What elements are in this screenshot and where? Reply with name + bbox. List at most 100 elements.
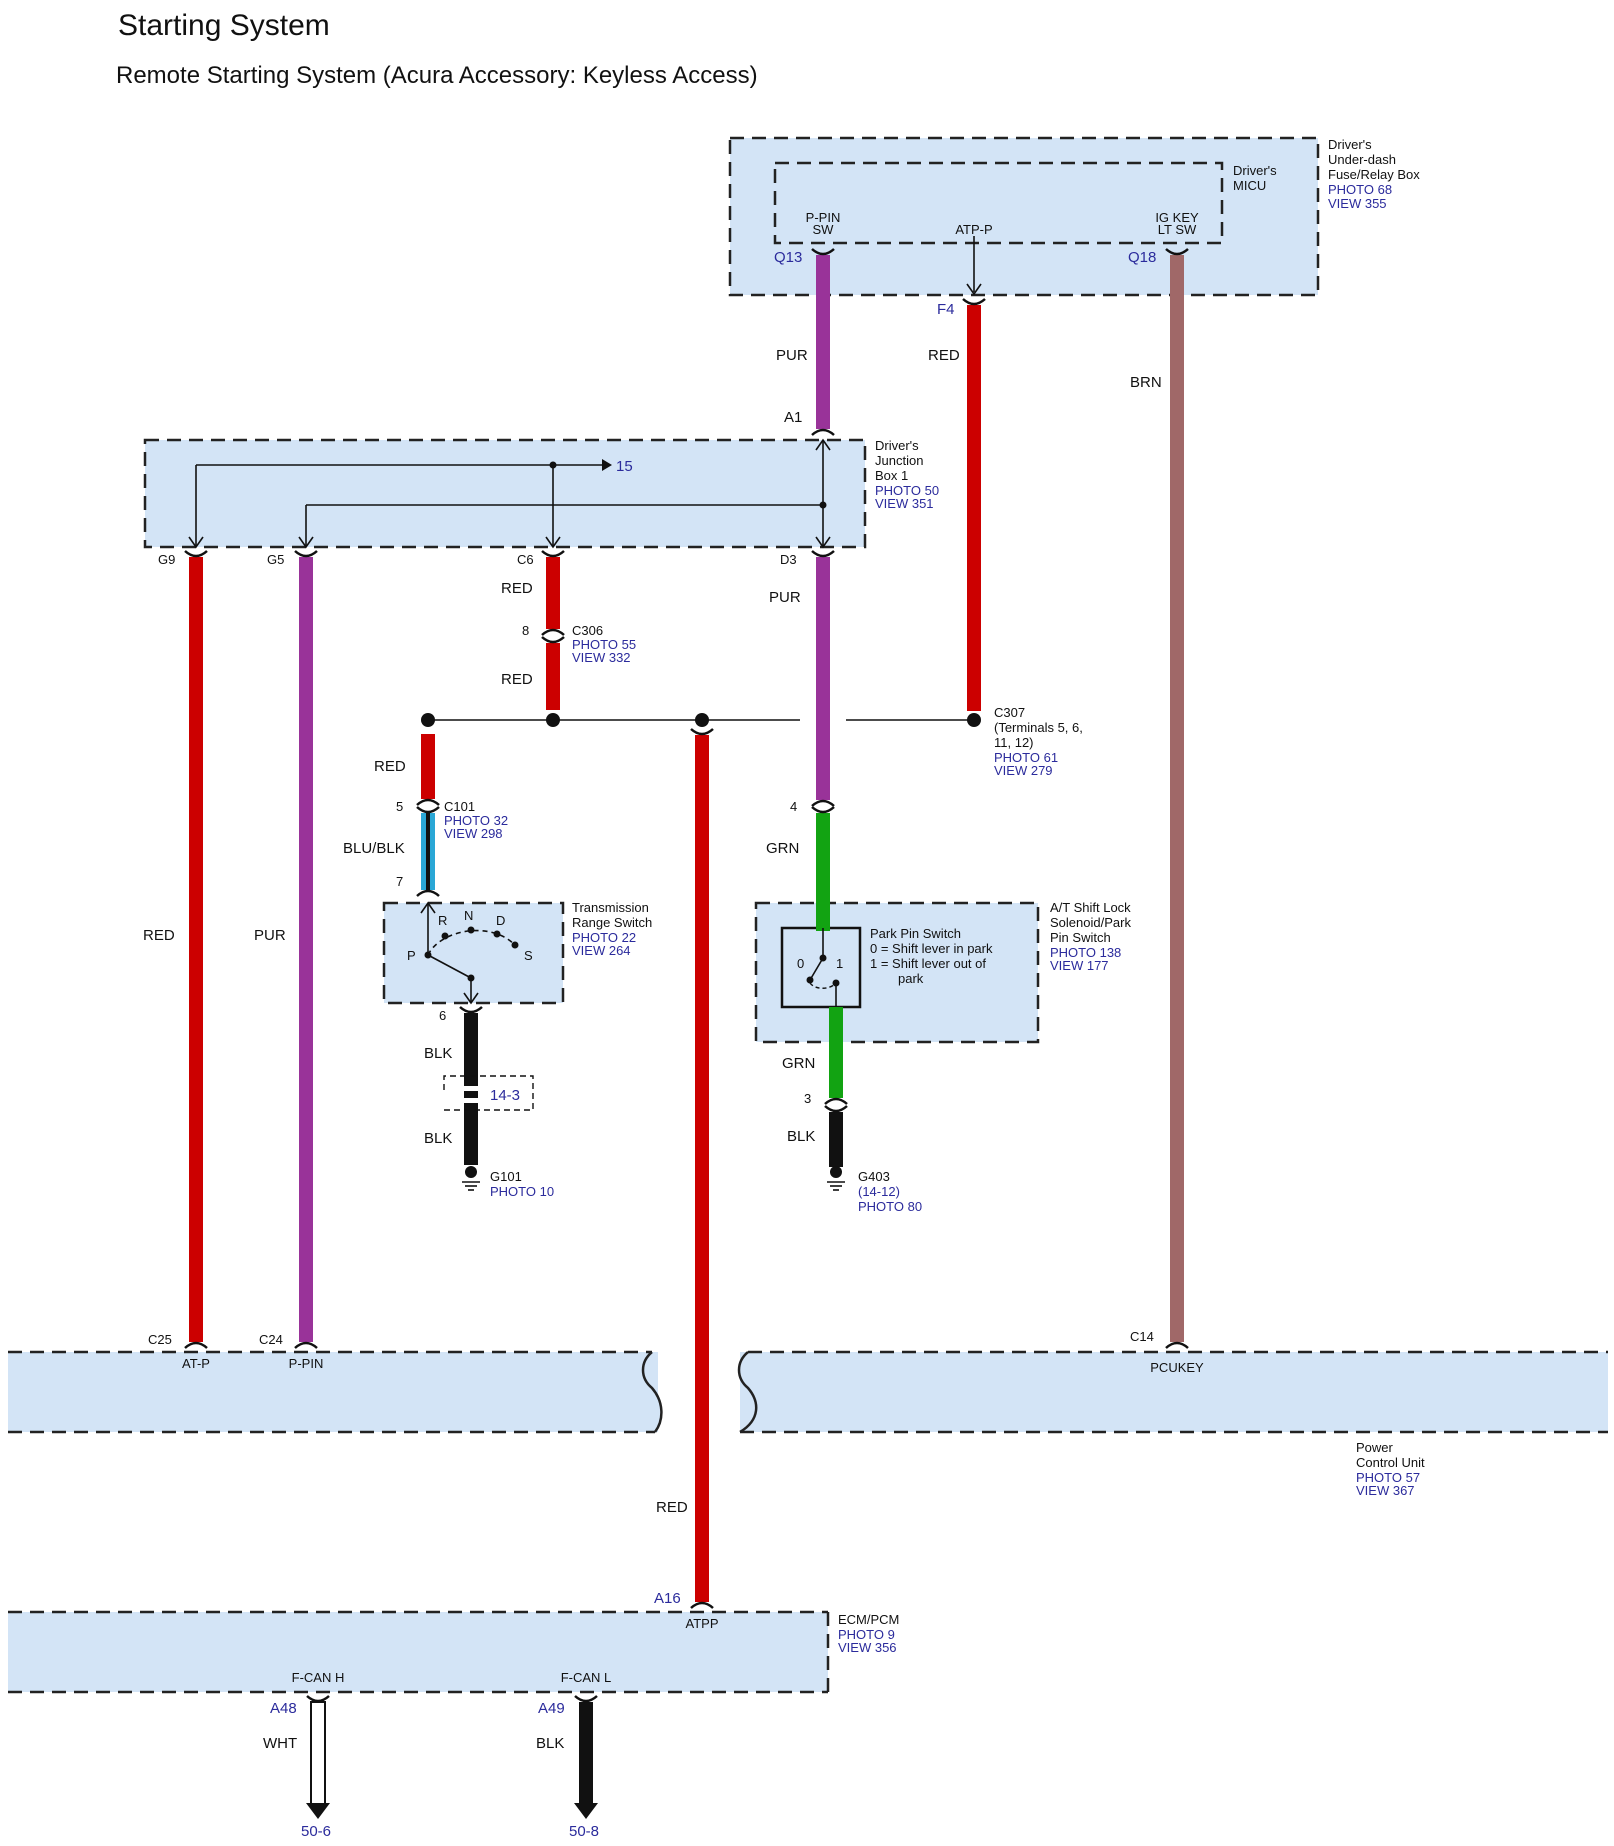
wire-label-pur-q13: PUR [776,347,808,364]
cap-q18 [1165,248,1189,256]
wire-label-blk-trs: BLK [424,1045,452,1062]
pcu-photo: PHOTO 57 [1356,1470,1420,1485]
cap-g5 [294,550,318,558]
wire-label-grn-top: GRN [766,840,799,857]
c101-pin-b: 7 [396,874,403,889]
g101-name: G101 [490,1169,522,1184]
wire-label-red-f4: RED [928,347,960,364]
wire-label-brn-q18: BRN [1130,374,1162,391]
shift-lock-solenoid-box [754,901,1040,1044]
wire-blu-blk [421,813,435,890]
pcu-pin-pcukey: PCUKEY [1150,1360,1204,1375]
wire-red-c306 [546,643,560,710]
wire-blk-g403 [829,1112,843,1167]
pcu-name-1: Power [1356,1440,1394,1455]
terminal-c14: C14 [1130,1329,1154,1344]
pcu-box-right [737,1350,1608,1434]
terminal-c24: C24 [259,1332,283,1347]
g403-ref: (14-12) [858,1184,900,1199]
park-pin-line-2: 1 = Shift lever out of [870,956,986,971]
wire-label-red-c101: RED [374,758,406,775]
park-pin-title: Park Pin Switch [870,926,961,941]
micu-pin-ppin-2: SW [813,222,835,237]
cap-a16 [690,1601,714,1609]
wire-label-blk-g101: BLK [424,1130,452,1147]
cap-c101-a [416,798,440,806]
terminal-q13: Q13 [774,249,802,266]
wire-label-grn-bottom: GRN [782,1055,815,1072]
cap-c25 [184,1341,208,1349]
micu-pin-igkey-2: LT SW [1158,222,1197,237]
wire-label-red-c6: RED [501,580,533,597]
shift-lock-name-1: A/T Shift Lock [1050,900,1131,915]
cap-q13 [811,248,835,256]
page-title: Starting System [118,9,330,42]
cap-a48 [306,1695,330,1703]
wire-label-pur-g5: PUR [254,927,286,944]
fuse-box-name-1: Driver's [1328,137,1372,152]
wire-red-c6 [546,557,560,629]
shift-lock-pin-bottom: 3 [804,1091,811,1106]
trs-pos-r: R [438,913,447,928]
g403-photo: PHOTO 80 [858,1199,922,1214]
cap-c306-b [541,636,565,644]
shift-lock-view: VIEW 177 [1050,958,1109,973]
transmission-range-switch-box [382,901,565,1005]
trs-name-1: Transmission [572,900,649,915]
ecm-pin-fcanl: F-CAN L [561,1670,612,1685]
terminal-a1: A1 [784,409,802,426]
junction-box-view: VIEW 351 [875,496,934,511]
wire-red-f4 [967,305,981,711]
wire-pur-g5 [299,557,313,1342]
pcu-view: VIEW 367 [1356,1483,1415,1498]
c307-photo: PHOTO 61 [994,750,1058,765]
ecm-pcm-box [8,1610,830,1694]
terminal-f4: F4 [937,301,955,318]
park-pin-pos-1: 1 [836,956,843,971]
cap-d-4b [811,806,835,814]
ecm-pin-atpp: ATPP [686,1616,719,1631]
shift-lock-photo: PHOTO 138 [1050,945,1121,960]
cap-a1 [811,428,835,436]
wire-pur-d3 [816,557,830,800]
pcu-pin-ppin: P-PIN [289,1356,324,1371]
wire-wht-a48 [306,1701,330,1819]
ref-50-6[interactable]: 50-6 [301,1823,331,1840]
fuse-box-view: VIEW 355 [1328,196,1387,211]
terminal-d3: D3 [780,552,797,567]
junction-box-name-2: Junction [875,453,923,468]
terminal-a49: A49 [538,1700,565,1717]
micu-pin-igkey-1: IG KEY [1155,210,1199,225]
wire-label-blu-blk: BLU/BLK [343,840,405,857]
wire-label-pur-d3: PUR [769,589,801,606]
pcu-pin-atp: AT-P [182,1356,210,1371]
wire-blk-a49 [574,1702,598,1819]
wire-pur-q13 [816,255,830,429]
ecm-name: ECM/PCM [838,1612,899,1627]
trs-pos-d: D [496,913,505,928]
ecm-view: VIEW 356 [838,1640,897,1655]
ecm-photo: PHOTO 9 [838,1627,895,1642]
c307-desc-2: 11, 12) [994,735,1034,750]
micu-name-2: MICU [1233,178,1266,193]
cap-f4 [962,298,986,306]
c307-view: VIEW 279 [994,763,1053,778]
wire-label-red-g9: RED [143,927,175,944]
micu-atpp-arrow [966,236,982,296]
junction-box-name-3: Box 1 [875,468,908,483]
wire-label-blk-a49: BLK [536,1735,564,1752]
ref-50-8[interactable]: 50-8 [569,1823,599,1840]
c306-photo: PHOTO 55 [572,637,636,652]
cap-g9 [184,550,208,558]
trs-pos-p: P [407,948,416,963]
wire-label-red-a16: RED [656,1499,688,1516]
cap-a49 [574,1695,598,1703]
wire-label-blk-g403: BLK [787,1128,815,1145]
cap-sl-3b [824,1105,848,1113]
micu-pin-ppin-1: P-PIN [806,210,841,225]
wire-label-wht: WHT [263,1735,297,1752]
park-pin-line-1: 0 = Shift lever in park [870,941,993,956]
g403-name: G403 [858,1169,890,1184]
wire-red-c101 [421,734,435,799]
